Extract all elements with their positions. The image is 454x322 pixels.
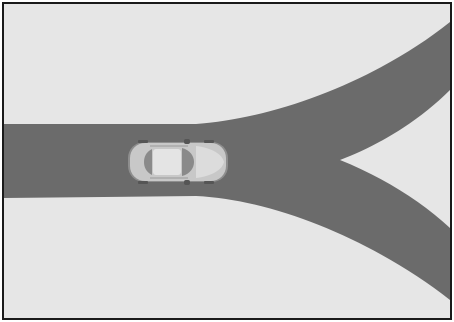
car-top-view-icon xyxy=(128,139,228,185)
